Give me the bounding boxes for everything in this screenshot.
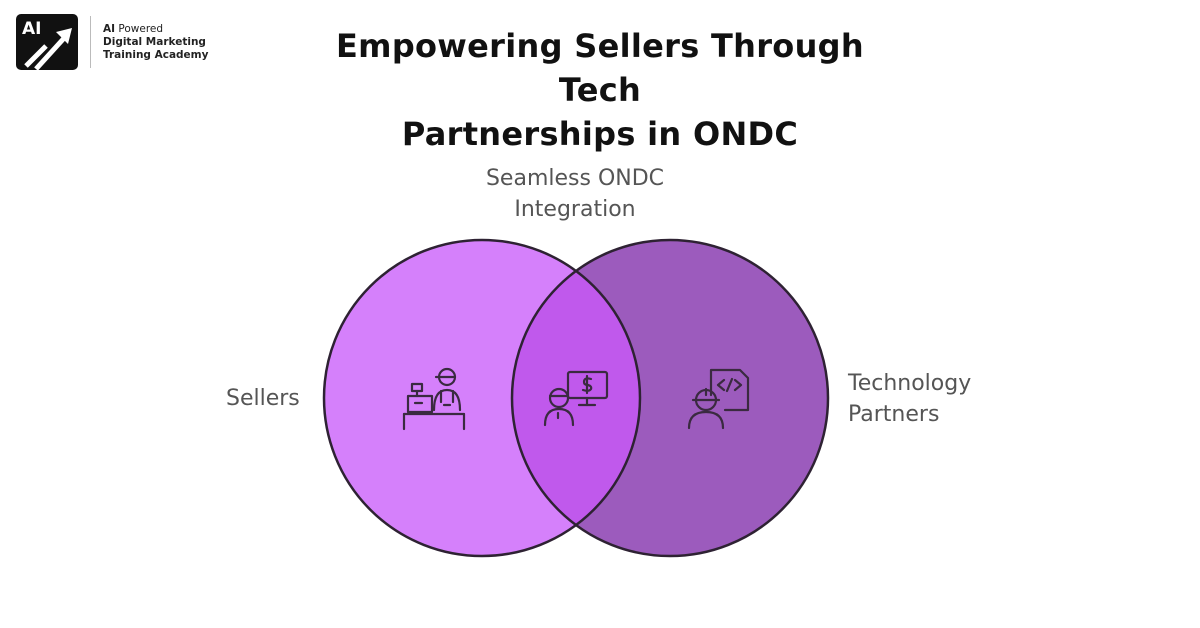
label-tech-line2: Partners [848,402,940,427]
logo-line1-bold: AI [103,22,116,35]
title-line2: Partnerships in ONDC [401,115,799,153]
cashier-icon [402,367,466,431]
label-intersection-line2: Integration [514,197,636,222]
logo-line1-rest: Powered [115,22,164,35]
logo-mark-text: AI [22,19,42,39]
page-title: Empowering Sellers Through Tech Partners… [300,24,900,156]
logo-mark: AI [16,14,78,70]
label-tech-line1: Technology [848,371,972,396]
logo-divider [90,16,91,68]
intersection-region [512,240,640,556]
label-intersection-line1: Seamless ONDC [485,166,665,191]
title-line1: Empowering Sellers Through Tech [336,27,864,109]
brand-logo: AI AI Powered Digital Marketing Training… [16,14,208,70]
logo-text: AI Powered Digital Marketing Training Ac… [103,23,208,62]
developer-code-icon [687,368,750,430]
label-intersection: Seamless ONDC Integration [460,163,690,225]
label-technology-partners: Technology Partners [848,368,971,430]
logo-line2: Digital Marketing [103,35,206,48]
label-sellers: Sellers [226,386,300,411]
arrow-up-right-icon [24,28,72,70]
person-monitor-dollar-icon [543,370,609,427]
logo-line3: Training Academy [103,48,209,61]
